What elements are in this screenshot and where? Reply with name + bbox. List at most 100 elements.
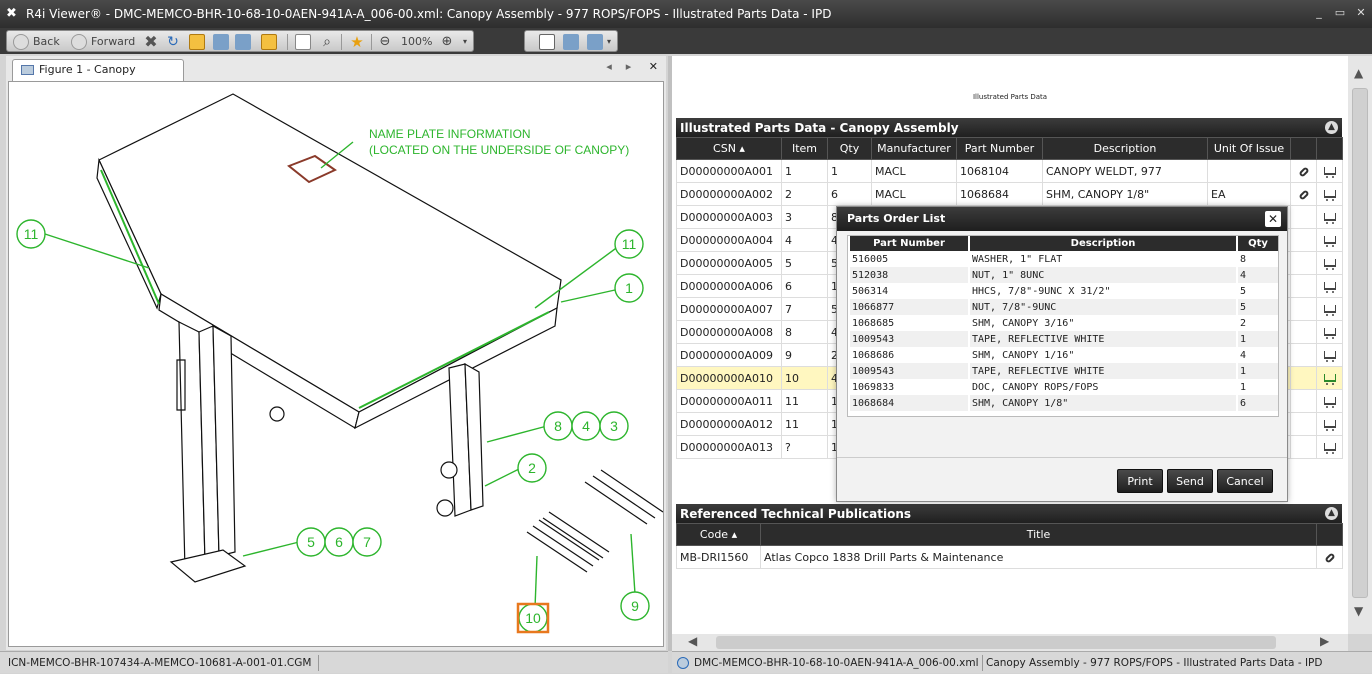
refresh-icon[interactable]: ↻ [167, 34, 179, 50]
col-part-number[interactable]: Part Number [956, 137, 1043, 160]
add-to-cart-icon[interactable] [1316, 297, 1343, 321]
balloon-label-10[interactable]: 10 [525, 610, 541, 626]
layout-icon[interactable] [563, 34, 579, 50]
col-description[interactable]: Description [1042, 137, 1208, 160]
home-icon[interactable] [189, 34, 205, 50]
link-icon [1290, 435, 1317, 459]
status-bar-left: ICN-MEMCO-BHR-107434-A-MEMCO-10681-A-001… [0, 651, 668, 673]
scroll-down-icon[interactable]: ▼ [1354, 604, 1364, 618]
close-dialog-icon[interactable]: ✕ [1265, 211, 1281, 227]
ref-link-icon[interactable] [1316, 545, 1343, 569]
fit-page-icon[interactable] [539, 34, 555, 50]
close-window-button[interactable]: ✕ [1356, 6, 1366, 19]
balloon-label-11-right[interactable]: 11 [622, 236, 637, 252]
balloon-label-6[interactable]: 6 [335, 534, 343, 550]
balloon-label-11-left[interactable]: 11 [24, 226, 39, 242]
add-to-cart-icon[interactable] [1316, 182, 1343, 206]
canopy-illustration[interactable]: NAME PLATE INFORMATION (LOCATED ON THE U… [9, 82, 664, 646]
col-manufacturer[interactable]: Manufacturer [871, 137, 957, 160]
col-qty[interactable]: Qty [827, 137, 872, 160]
maximize-button[interactable]: ▭ [1334, 6, 1346, 19]
col-item[interactable]: Item [781, 137, 828, 160]
scroll-up-icon[interactable]: ▲ [1354, 66, 1364, 80]
col-code[interactable]: Code ▴ [676, 523, 761, 546]
link-icon[interactable] [1290, 182, 1317, 206]
add-to-cart-icon[interactable] [1316, 435, 1343, 459]
add-to-cart-icon[interactable] [1316, 366, 1343, 390]
back-button[interactable]: Back [33, 35, 60, 48]
scroll-right-icon[interactable]: ▶ [1320, 634, 1330, 648]
tab-close-icon[interactable]: ✕ [648, 60, 658, 73]
add-to-cart-icon[interactable] [1316, 251, 1343, 275]
po-cell-qty: 1 [1240, 381, 1247, 393]
add-to-cart-icon[interactable] [1316, 389, 1343, 413]
page-setup-icon[interactable] [261, 34, 277, 50]
add-to-cart-icon[interactable] [1316, 343, 1343, 367]
add-to-cart-icon[interactable] [1316, 412, 1343, 436]
add-to-cart-icon[interactable] [1316, 159, 1343, 183]
col-unit-of-issue[interactable]: Unit Of Issue [1207, 137, 1291, 160]
find-icon[interactable]: ⌕ [323, 34, 331, 50]
collapse-ref-icon[interactable]: ▲ [1325, 507, 1338, 520]
tab-prev-icon[interactable]: ◂ [606, 60, 612, 73]
print-icon[interactable] [213, 34, 229, 50]
window-icon[interactable] [587, 34, 603, 50]
cancel-button[interactable]: Cancel [1217, 469, 1273, 493]
balloon-label-3[interactable]: 3 [610, 418, 618, 434]
balloon-label-1[interactable]: 1 [625, 280, 633, 296]
add-to-cart-icon[interactable] [1316, 320, 1343, 344]
collapse-ipd-icon[interactable]: ▲ [1325, 121, 1338, 134]
link-icon[interactable] [1290, 159, 1317, 183]
balloon-label-9[interactable]: 9 [631, 598, 639, 614]
ipd-cell-item: 8 [781, 320, 828, 344]
pane-splitter[interactable] [668, 56, 672, 651]
view-dropdown-chevron-icon[interactable]: ▾ [607, 37, 612, 46]
scroll-left-icon[interactable]: ◀ [688, 634, 698, 648]
horizontal-scrollbar[interactable]: ◀ ▶ [672, 634, 1348, 651]
forward-button[interactable]: Forward [91, 35, 136, 48]
minimize-button[interactable]: _ [1316, 6, 1322, 19]
balloon-label-7[interactable]: 7 [363, 534, 371, 550]
balloon-label-8[interactable]: 8 [554, 418, 562, 434]
add-to-cart-icon[interactable] [1316, 205, 1343, 229]
zoom-out-icon[interactable]: ⊖ [379, 34, 391, 49]
tab-figure-1[interactable]: Figure 1 - Canopy Assembly [12, 59, 184, 96]
select-icon[interactable] [295, 34, 311, 50]
print-preview-icon[interactable] [235, 34, 251, 50]
balloon-label-5[interactable]: 5 [307, 534, 315, 550]
col-title[interactable]: Title [760, 523, 1317, 546]
zoom-level[interactable]: 100% [401, 35, 433, 48]
send-button[interactable]: Send [1167, 469, 1213, 493]
figure-canvas[interactable]: NAME PLATE INFORMATION (LOCATED ON THE U… [8, 81, 664, 647]
zoom-dropdown-chevron-icon[interactable]: ▾ [463, 37, 468, 46]
horizontal-scroll-thumb[interactable] [716, 636, 1276, 649]
stop-icon[interactable]: ✖ [144, 32, 158, 51]
zoom-in-icon[interactable]: ⊕ [441, 34, 453, 49]
ipd-cell-item: 6 [781, 274, 828, 298]
vertical-scrollbar[interactable]: ▲ ▼ [1348, 56, 1372, 634]
add-to-cart-icon[interactable] [1316, 274, 1343, 298]
tab-next-icon[interactable]: ▸ [625, 60, 632, 73]
vertical-scroll-thumb[interactable] [1352, 88, 1368, 598]
ref-row[interactable]: MB-DRI1560 Atlas Copco 1838 Drill Parts … [676, 545, 1343, 569]
balloon-label-2[interactable]: 2 [528, 460, 536, 476]
print-button[interactable]: Print [1117, 469, 1163, 493]
favorites-star-icon[interactable]: ★ [350, 33, 364, 51]
col-csn[interactable]: CSN ▴ [676, 137, 782, 160]
po-cell-pn: 1009543 [850, 331, 968, 347]
balloon-label-4[interactable]: 4 [582, 418, 590, 434]
add-to-cart-icon[interactable] [1316, 228, 1343, 252]
